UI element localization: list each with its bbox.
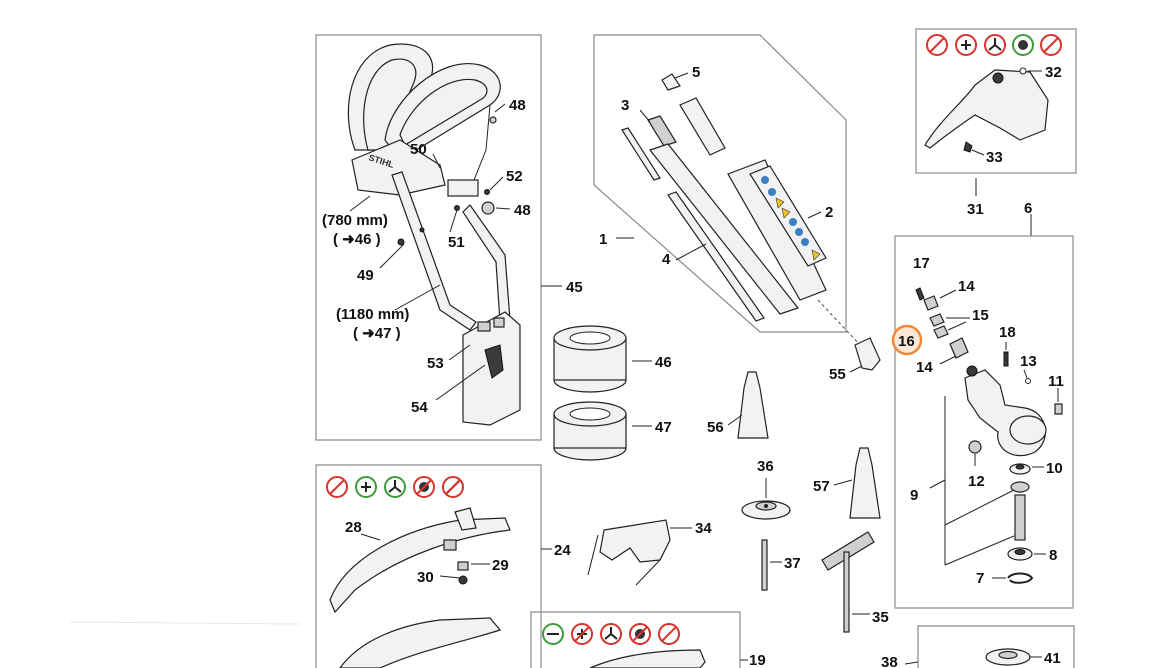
callout-12: 12 bbox=[968, 473, 985, 490]
note-ref-long: ( ➜47 ) bbox=[353, 325, 401, 342]
cap-55 bbox=[854, 337, 881, 371]
callout-11: 11 bbox=[1048, 373, 1064, 390]
callout-56: 56 bbox=[707, 419, 724, 436]
callout-48b: 48 bbox=[514, 202, 531, 219]
harness-buckle bbox=[447, 179, 479, 197]
callout-41: 41 bbox=[1044, 650, 1061, 667]
harness-group: STIHL 48 50 52 48 51 49 bbox=[315, 34, 583, 441]
gearhead-box bbox=[894, 235, 1074, 609]
shaft-tube bbox=[648, 143, 800, 315]
callout-53: 53 bbox=[427, 355, 444, 372]
shaft-group: 1 3 4 5 2 55 bbox=[593, 34, 881, 383]
line-spools: 46 47 bbox=[553, 325, 672, 461]
tool-icons-handle bbox=[926, 34, 1062, 56]
harness-back-pad bbox=[351, 139, 446, 196]
callout-33: 33 bbox=[986, 149, 1003, 166]
shaft-part-rod bbox=[621, 127, 661, 181]
note-length-short: (780 mm) bbox=[322, 212, 388, 229]
gearhead-group: 6 17 14 15 16 14 18 13 11 bbox=[891, 200, 1074, 609]
callout-28: 28 bbox=[345, 519, 362, 536]
callout-29: 29 bbox=[492, 557, 509, 574]
loop-handle bbox=[924, 69, 1049, 149]
guard-box bbox=[315, 464, 542, 668]
shaft-cover bbox=[727, 159, 827, 301]
callout-34: 34 bbox=[695, 520, 712, 537]
callout-3: 3 bbox=[621, 97, 629, 114]
callout-47: 47 bbox=[655, 419, 672, 436]
callout-9: 9 bbox=[910, 487, 918, 504]
decal-strip bbox=[761, 176, 821, 261]
callout-16-marker[interactable] bbox=[891, 324, 923, 356]
note-ref-short: ( ➜46 ) bbox=[333, 231, 381, 248]
harness-box bbox=[315, 34, 542, 441]
callout-2: 2 bbox=[825, 204, 833, 221]
callout-36: 36 bbox=[757, 458, 774, 475]
callout-1: 1 bbox=[599, 231, 607, 248]
callout-19: 19 bbox=[749, 652, 766, 668]
callout-17: 17 bbox=[913, 255, 930, 272]
callout-50: 50 bbox=[410, 141, 427, 158]
tool-icons-guard bbox=[326, 476, 464, 498]
callout-51: 51 bbox=[448, 234, 465, 251]
callout-32: 32 bbox=[1045, 64, 1062, 81]
callout-31: 31 bbox=[967, 201, 984, 218]
callout-45: 45 bbox=[566, 279, 583, 296]
callout-38: 38 bbox=[881, 654, 898, 668]
combination-wrench bbox=[821, 531, 875, 571]
callout-18: 18 bbox=[999, 324, 1016, 341]
guard-19-group: 19 bbox=[530, 611, 766, 668]
callout-52: 52 bbox=[506, 168, 523, 185]
deflector-28 bbox=[329, 517, 511, 614]
safety-glasses: 34 bbox=[587, 519, 712, 586]
callout-7: 7 bbox=[976, 570, 984, 587]
callout-14a: 14 bbox=[958, 278, 975, 295]
callout-37: 37 bbox=[784, 555, 801, 572]
callout-54: 54 bbox=[411, 399, 428, 416]
loop-handle-box bbox=[915, 28, 1077, 174]
box-38-group: 38 41 bbox=[881, 625, 1075, 668]
scan-artifact bbox=[69, 621, 301, 625]
guard-group: 28 29 30 24 bbox=[315, 464, 571, 668]
callout-10: 10 bbox=[1046, 460, 1063, 477]
callout-4: 4 bbox=[662, 251, 671, 268]
grease-tubes: 56 57 bbox=[707, 371, 881, 519]
callout-6: 6 bbox=[1024, 200, 1032, 217]
callout-30: 30 bbox=[417, 569, 434, 586]
callout-49: 49 bbox=[357, 267, 374, 284]
tools-group: 36 37 35 bbox=[741, 458, 889, 633]
tool-icons-19 bbox=[542, 623, 680, 645]
loop-handle-group: 32 33 31 bbox=[915, 28, 1077, 218]
box-38 bbox=[917, 625, 1075, 668]
callout-13: 13 bbox=[1020, 353, 1037, 370]
guard-19-box bbox=[530, 611, 741, 668]
shaft-box bbox=[593, 34, 847, 333]
callout-8: 8 bbox=[1049, 547, 1057, 564]
callout-14b: 14 bbox=[916, 359, 933, 376]
callout-35: 35 bbox=[872, 609, 889, 626]
callout-46: 46 bbox=[655, 354, 672, 371]
callout-24: 24 bbox=[554, 542, 571, 559]
harness-webbing bbox=[391, 171, 477, 331]
callout-48a: 48 bbox=[509, 97, 526, 114]
callout-57: 57 bbox=[813, 478, 830, 495]
callout-55: 55 bbox=[829, 366, 846, 383]
callout-5: 5 bbox=[692, 64, 700, 81]
callout-16[interactable]: 16 bbox=[898, 333, 915, 350]
callout-15: 15 bbox=[972, 307, 989, 324]
note-length-long: (1180 mm) bbox=[336, 306, 409, 323]
